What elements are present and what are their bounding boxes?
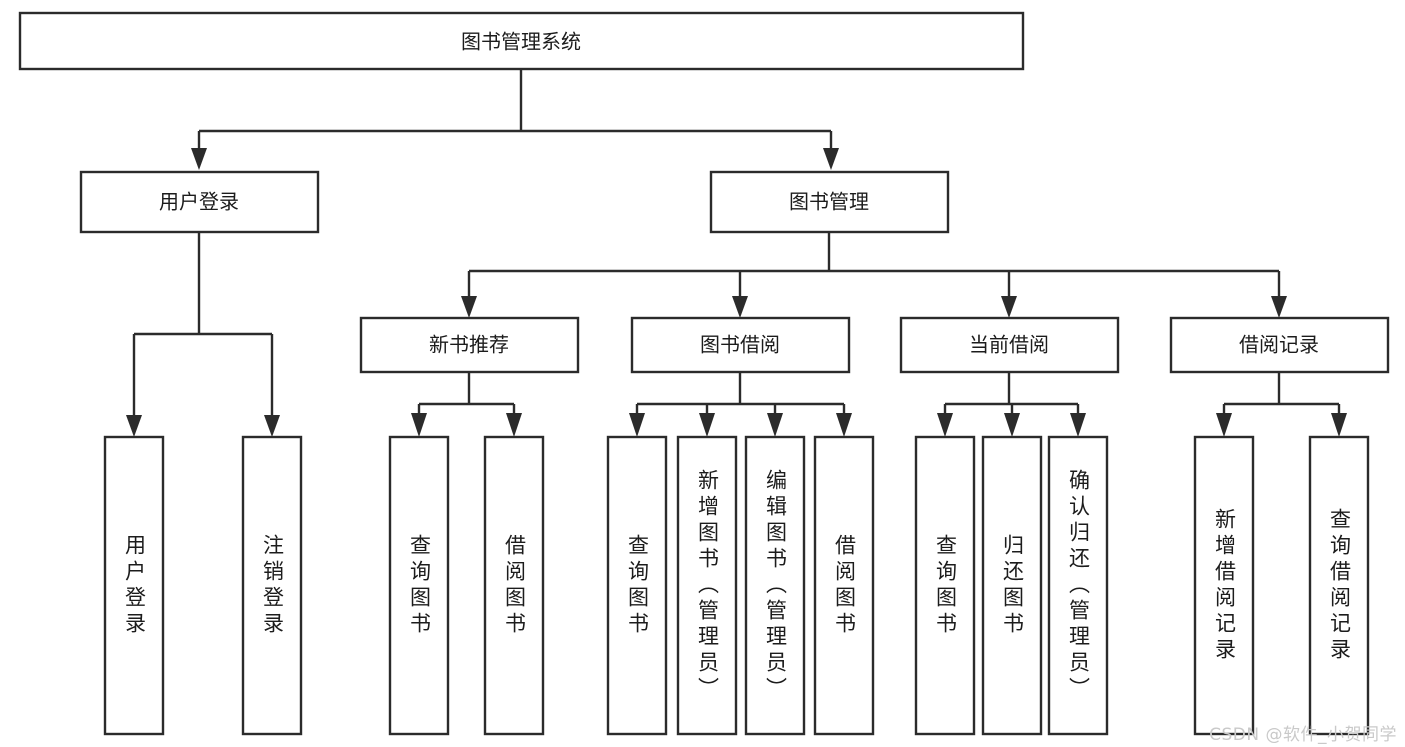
leaf-box-bb-add-book[interactable] — [676, 435, 738, 736]
node-user-login[interactable]: 用户登录 — [79, 170, 320, 234]
leaf-box-br-query-record[interactable] — [1308, 435, 1370, 736]
arrow-leaf-nb-1 — [411, 413, 427, 437]
borrow-record-label: 借阅记录 — [1239, 333, 1319, 357]
arrow-leaf-bb-3 — [767, 413, 783, 437]
new-book-recommend-box[interactable] — [359, 316, 580, 374]
leaf-box-logout[interactable] — [241, 435, 303, 736]
arrow-to-book-manage — [823, 148, 839, 170]
node-book-management[interactable]: 图书管理 — [709, 170, 950, 234]
arrow-leaf-cb-3 — [1070, 413, 1086, 437]
user-login-box[interactable] — [79, 170, 320, 234]
arrow-leaf-user-login — [126, 415, 142, 437]
arrow-leaf-cb-2 — [1004, 413, 1020, 437]
root-label: 图书管理系统 — [461, 30, 581, 54]
arrow-leaf-bb-2 — [699, 413, 715, 437]
arrow-leaf-nb-2 — [506, 413, 522, 437]
arrow-leaf-cb-1 — [937, 413, 953, 437]
arrow-to-user-login — [191, 148, 207, 170]
node-current-borrow[interactable]: 当前借阅 — [899, 316, 1120, 374]
node-new-book-recommend[interactable]: 新书推荐 — [359, 316, 580, 374]
leaf-box-user-login[interactable] — [103, 435, 165, 736]
connector-new-book-to-leaves — [411, 372, 522, 437]
arrow-to-book-borrow — [732, 296, 748, 318]
arrow-leaf-logout — [264, 415, 280, 437]
current-borrow-label: 当前借阅 — [969, 333, 1049, 357]
book-management-label: 图书管理 — [789, 190, 869, 214]
connector-borrow-record-to-leaves — [1216, 372, 1347, 437]
connector-current-borrow-to-leaves — [937, 372, 1086, 437]
arrow-leaf-bb-1 — [629, 413, 645, 437]
root-box[interactable] — [18, 11, 1025, 71]
book-borrow-label: 图书借阅 — [700, 333, 780, 357]
arrow-leaf-bb-4 — [836, 413, 852, 437]
node-borrow-record[interactable]: 借阅记录 — [1169, 316, 1390, 374]
arrow-to-new-book — [461, 296, 477, 318]
leaf-box-cb-return-book[interactable] — [981, 435, 1043, 736]
node-root-system[interactable]: 图书管理系统 — [18, 11, 1025, 71]
leaf-box-cb-confirm-return[interactable] — [1047, 435, 1109, 736]
leaf-box-nb-query-book[interactable] — [388, 435, 450, 736]
node-book-borrow[interactable]: 图书借阅 — [630, 316, 851, 374]
leaf-box-br-add-record[interactable] — [1193, 435, 1255, 736]
leaf-box-bb-edit-book[interactable] — [744, 435, 806, 736]
user-login-label: 用户登录 — [159, 190, 239, 214]
leaf-box-nb-borrow-book[interactable] — [483, 435, 545, 736]
leaf-box-bb-query-book[interactable] — [606, 435, 668, 736]
connector-root-to-level2 — [191, 69, 839, 170]
arrow-to-current-borrow — [1001, 296, 1017, 318]
csdn-watermark: CSDN @软件_小贺同学 — [1209, 725, 1397, 745]
arrow-leaf-br-2 — [1331, 413, 1347, 437]
arrow-leaf-br-1 — [1216, 413, 1232, 437]
connector-book-management-to-level3 — [461, 232, 1287, 318]
arrow-to-borrow-record — [1271, 296, 1287, 318]
connector-user-login-to-leaves — [126, 232, 280, 437]
current-borrow-box[interactable] — [899, 316, 1120, 374]
leaf-box-cb-query-book[interactable] — [914, 435, 976, 736]
new-book-recommend-label: 新书推荐 — [429, 333, 509, 357]
leaf-box-bb-borrow-book[interactable] — [813, 435, 875, 736]
connector-book-borrow-to-leaves — [629, 372, 852, 437]
